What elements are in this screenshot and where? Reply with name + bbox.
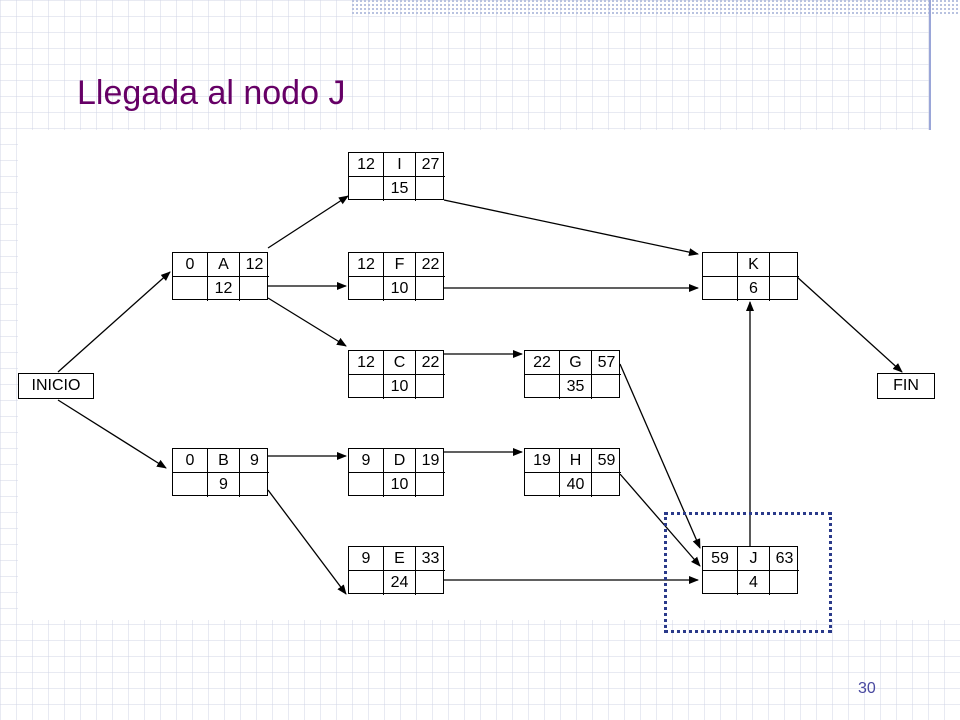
early-start: 12	[349, 351, 384, 375]
early-start: 12	[349, 153, 384, 177]
activity-name: G	[560, 351, 592, 375]
empty-cell	[525, 375, 560, 399]
empty-cell	[416, 375, 445, 399]
early-start: 0	[173, 449, 208, 473]
early-finish: 22	[416, 351, 445, 375]
early-finish: 19	[416, 449, 445, 473]
duration: 6	[738, 277, 770, 301]
early-finish: 59	[592, 449, 621, 473]
node-f: 12 F 22 10	[348, 252, 445, 301]
activity-name: I	[384, 153, 416, 177]
early-finish: 63	[770, 547, 799, 571]
empty-cell	[173, 473, 208, 497]
empty-cell	[349, 571, 384, 595]
node-e: 9 E 33 24	[348, 546, 445, 595]
node-j: 59 J 63 4	[702, 546, 799, 595]
early-start: 12	[349, 253, 384, 277]
early-finish: 9	[240, 449, 269, 473]
activity-name: F	[384, 253, 416, 277]
duration: 12	[208, 277, 240, 301]
duration: 15	[384, 177, 416, 201]
activity-name: B	[208, 449, 240, 473]
node-b: 0 B 9 9	[172, 448, 269, 497]
duration: 24	[384, 571, 416, 595]
early-start: 59	[703, 547, 738, 571]
early-finish	[770, 253, 799, 277]
activity-name: H	[560, 449, 592, 473]
empty-cell	[349, 277, 384, 301]
empty-cell	[349, 177, 384, 201]
empty-cell	[592, 473, 621, 497]
duration: 10	[384, 277, 416, 301]
empty-cell	[240, 277, 269, 301]
early-start: 9	[349, 547, 384, 571]
early-start: 22	[525, 351, 560, 375]
early-finish: 12	[240, 253, 269, 277]
duration: 35	[560, 375, 592, 399]
empty-cell	[416, 277, 445, 301]
duration: 40	[560, 473, 592, 497]
highlight-box-j	[664, 512, 832, 633]
empty-cell	[416, 177, 445, 201]
empty-cell	[525, 473, 560, 497]
duration: 9	[208, 473, 240, 497]
node-i: 12 I 27 15	[348, 152, 445, 201]
duration: 10	[384, 375, 416, 399]
early-start: 9	[349, 449, 384, 473]
node-g: 22 G 57 35	[524, 350, 621, 399]
activity-name: A	[208, 253, 240, 277]
early-start	[703, 253, 738, 277]
node-c: 12 C 22 10	[348, 350, 445, 399]
activity-name: J	[738, 547, 770, 571]
activity-name: E	[384, 547, 416, 571]
activity-name: K	[738, 253, 770, 277]
node-h: 19 H 59 40	[524, 448, 621, 497]
empty-cell	[703, 571, 738, 595]
end-node: FIN	[877, 373, 935, 399]
empty-cell	[240, 473, 269, 497]
empty-cell	[770, 571, 799, 595]
empty-cell	[703, 277, 738, 301]
early-start: 19	[525, 449, 560, 473]
empty-cell	[416, 473, 445, 497]
early-finish: 33	[416, 547, 445, 571]
activity-name: D	[384, 449, 416, 473]
early-start: 0	[173, 253, 208, 277]
duration: 4	[738, 571, 770, 595]
duration: 10	[384, 473, 416, 497]
node-a: 0 A 12 12	[172, 252, 269, 301]
empty-cell	[592, 375, 621, 399]
early-finish: 22	[416, 253, 445, 277]
early-finish: 27	[416, 153, 445, 177]
activity-name: C	[384, 351, 416, 375]
node-k: K 6	[702, 252, 799, 301]
early-finish: 57	[592, 351, 621, 375]
empty-cell	[349, 375, 384, 399]
empty-cell	[173, 277, 208, 301]
start-node: INICIO	[18, 373, 94, 399]
empty-cell	[416, 571, 445, 595]
page-number: 30	[858, 680, 876, 697]
node-d: 9 D 19 10	[348, 448, 445, 497]
empty-cell	[770, 277, 799, 301]
page-title: Llegada al nodo J	[77, 74, 346, 112]
empty-cell	[349, 473, 384, 497]
